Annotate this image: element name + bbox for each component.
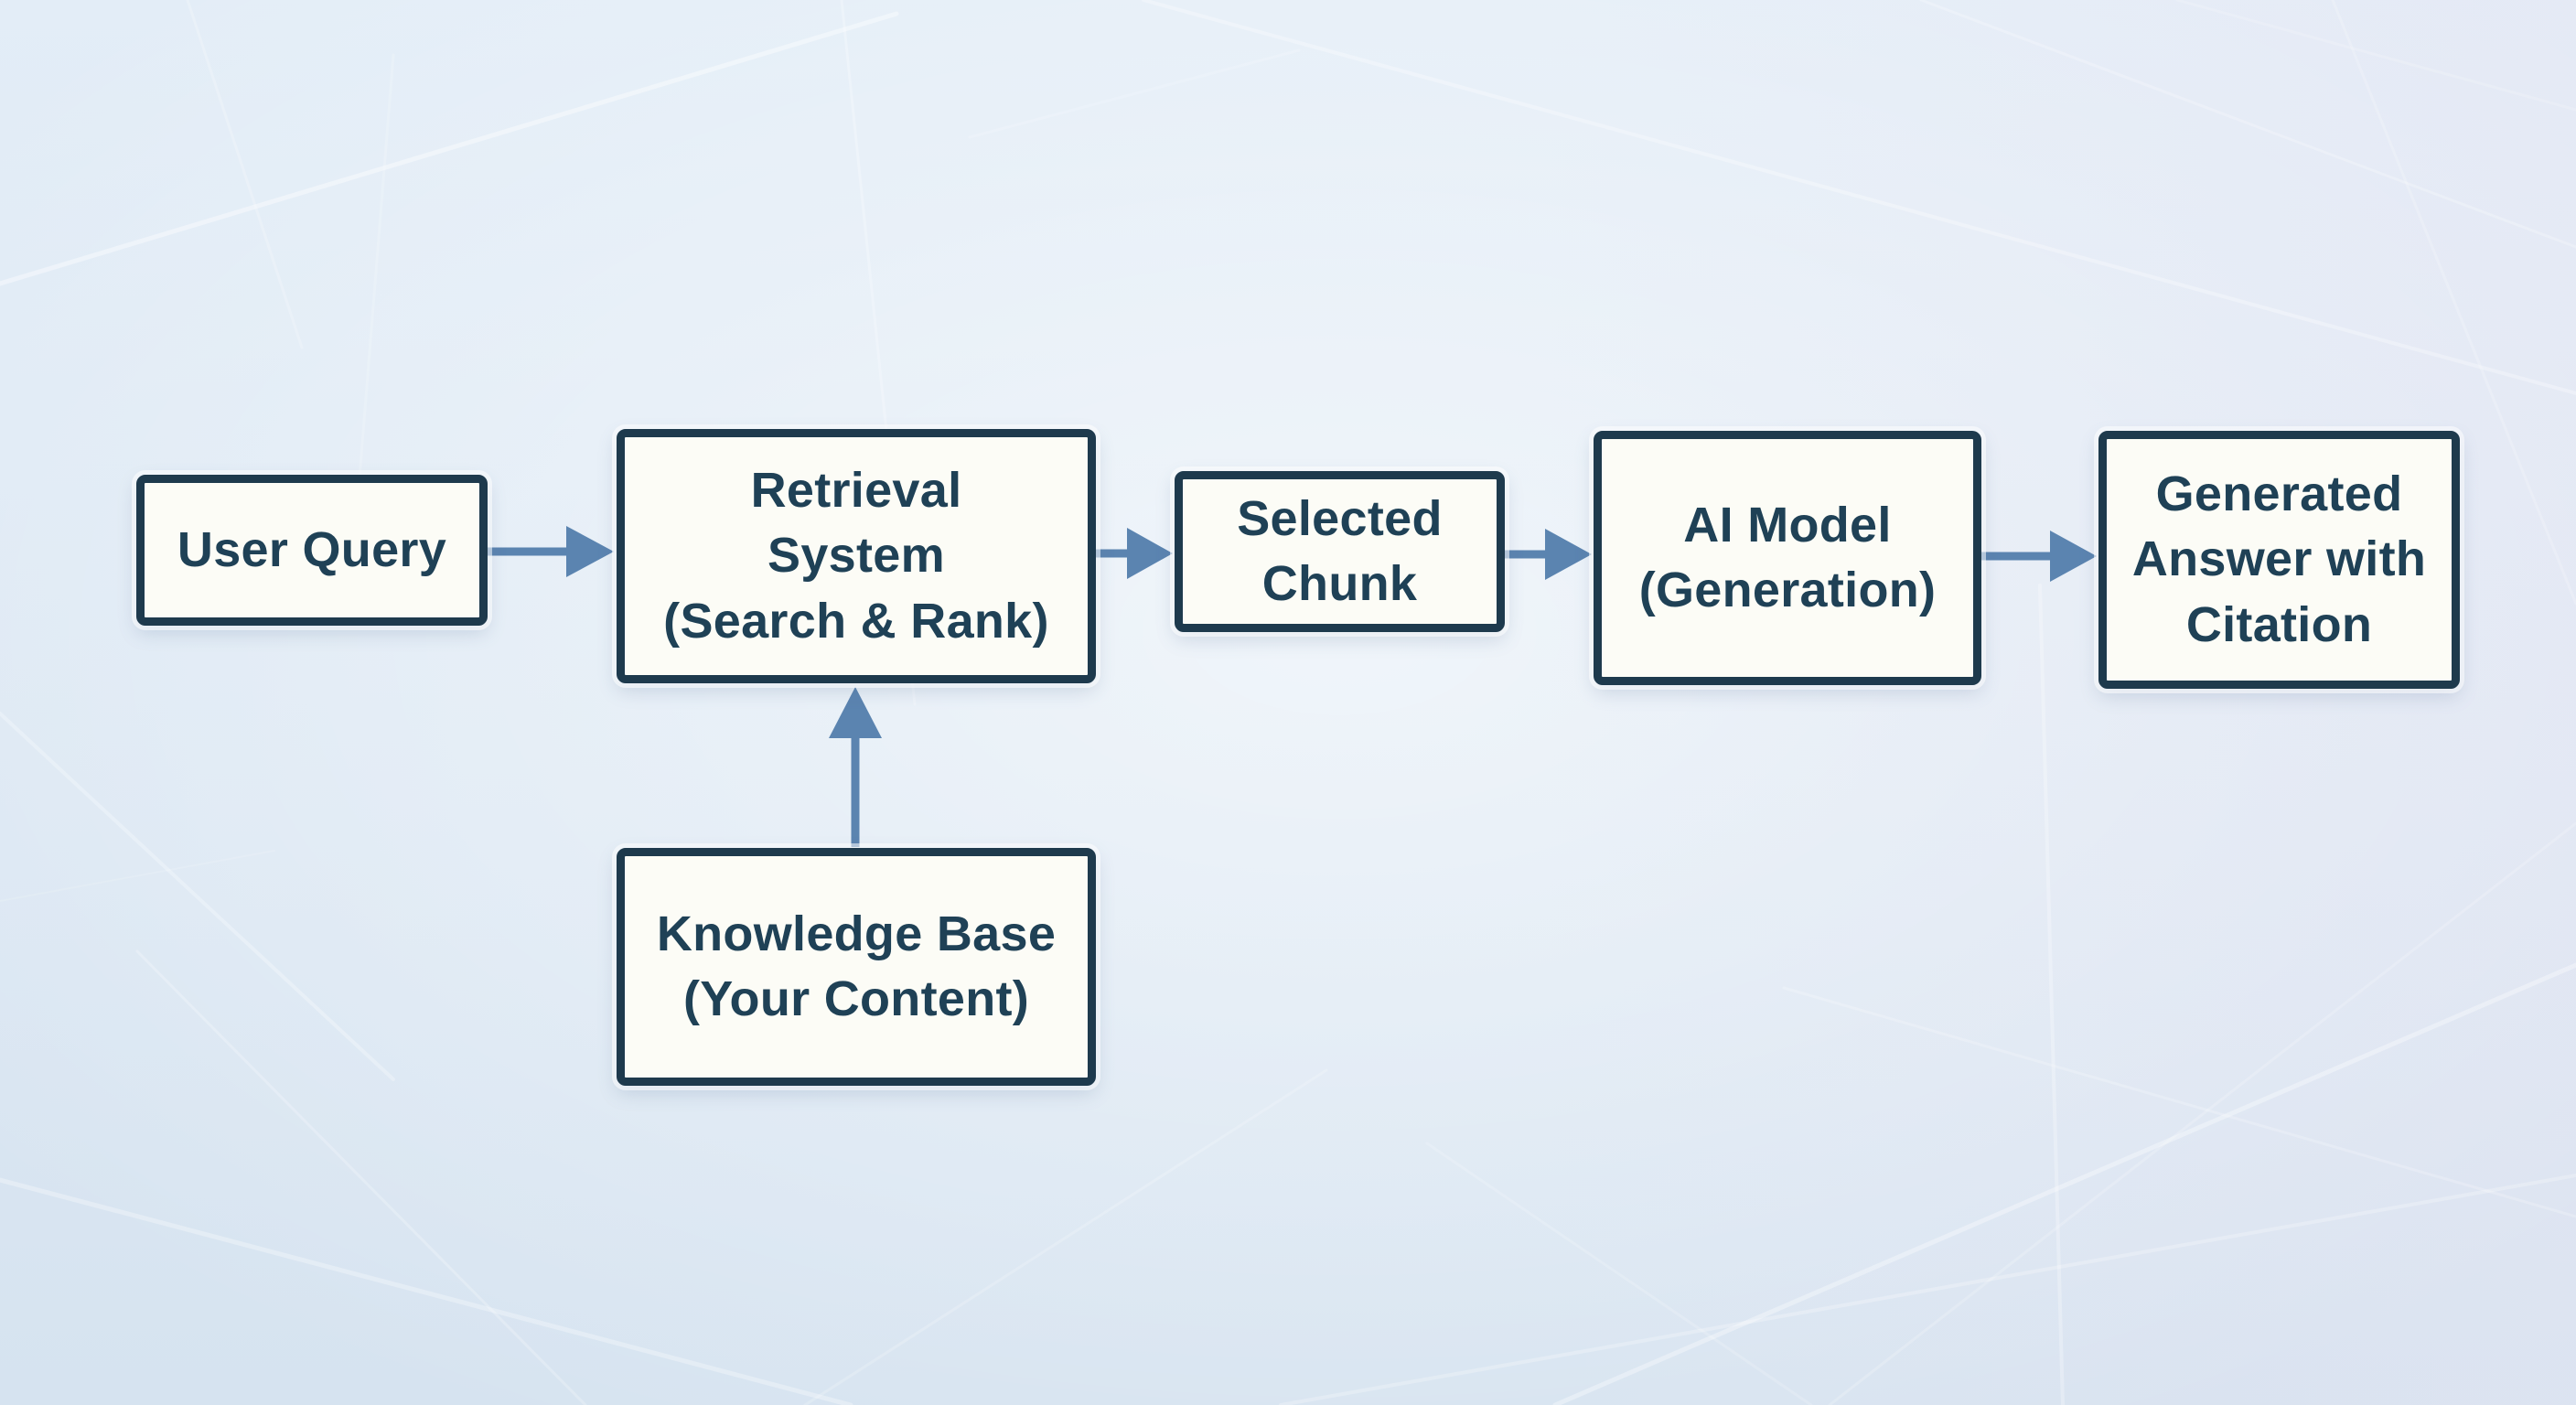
- arrow-selected-chunk-to-ai-model: [1505, 529, 1592, 580]
- node-knowledge-base: Knowledge Base (Your Content): [617, 848, 1096, 1086]
- arrow-knowledge-base-to-retrieval-system: [829, 687, 882, 847]
- node-user-query: User Query: [136, 475, 488, 626]
- node-selected-chunk: Selected Chunk: [1175, 471, 1505, 632]
- arrow-retrieval-system-to-selected-chunk: [1096, 528, 1173, 579]
- node-label: User Query: [177, 521, 447, 577]
- arrow-ai-model-to-generated-answer: [1981, 531, 2097, 582]
- node-ai-model: AI Model (Generation): [1594, 431, 1981, 685]
- node-label: Retrieval System (Search & Rank): [663, 463, 1049, 649]
- node-label: Selected Chunk: [1237, 490, 1443, 611]
- node-generated-answer: Generated Answer with Citation: [2098, 431, 2460, 689]
- arrow-user-query-to-retrieval-system: [488, 526, 614, 577]
- node-label: Generated Answer with Citation: [2131, 467, 2427, 652]
- node-label: Knowledge Base (Your Content): [656, 906, 1057, 1026]
- node-label: AI Model (Generation): [1638, 497, 1937, 617]
- node-retrieval-system: Retrieval System (Search & Rank): [617, 429, 1096, 683]
